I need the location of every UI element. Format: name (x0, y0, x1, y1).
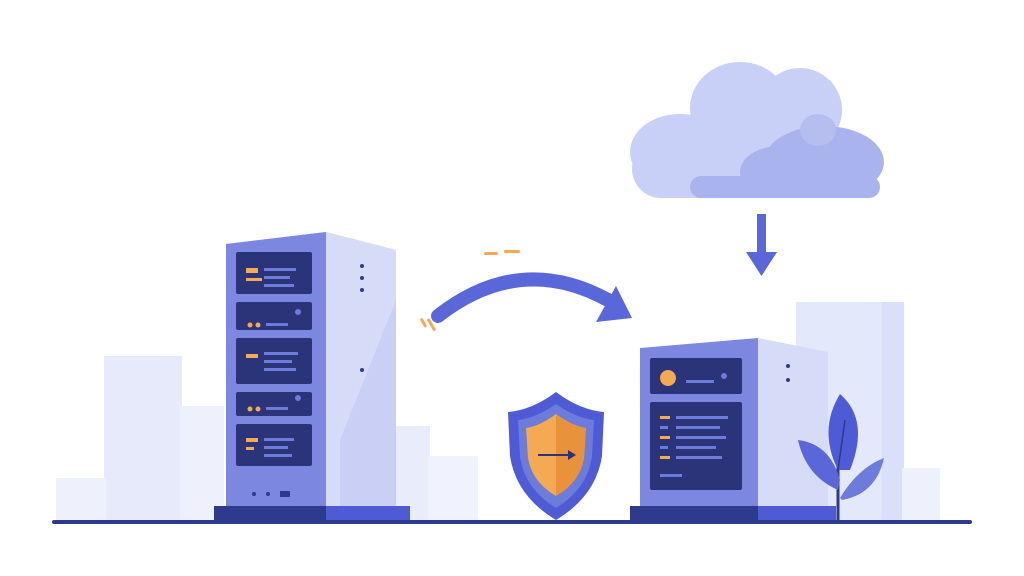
plant-leaf (840, 458, 884, 500)
led-orange (255, 322, 261, 328)
panel-line (266, 323, 288, 326)
building-mid-low (428, 456, 478, 522)
target-server-base-side (758, 506, 836, 520)
arrow-body (431, 272, 615, 323)
panel-line (676, 436, 726, 439)
target-panel (650, 358, 742, 394)
led-orange (247, 322, 253, 328)
building-left-low (56, 478, 106, 522)
ground-line (52, 520, 972, 524)
leaf-vein (837, 419, 846, 471)
panel-line (264, 276, 290, 279)
down-arrow-stem (757, 214, 766, 254)
panel-line (264, 368, 296, 371)
rack-panel (236, 392, 312, 416)
panel-line (660, 474, 682, 477)
status-dot (360, 276, 364, 280)
panel-line (264, 360, 292, 363)
shield-arrow-head (568, 450, 576, 460)
cloud-shade-base (690, 176, 880, 198)
led-orange (255, 406, 261, 412)
rack-panel (236, 424, 312, 466)
target-server-side (758, 338, 828, 508)
cloud-icon (630, 62, 884, 198)
panel-line (266, 407, 288, 410)
led-orange (247, 406, 253, 412)
status-dot (360, 264, 364, 268)
status-dot (266, 492, 270, 496)
panel-indicator (246, 447, 254, 450)
panel-indicator (660, 416, 670, 419)
panel-line (686, 380, 714, 383)
security-shield-icon (508, 392, 604, 520)
status-dot (252, 492, 256, 496)
panel-line (676, 416, 728, 419)
panel-line (264, 284, 294, 287)
panel-line (264, 268, 296, 271)
led-blue (295, 395, 301, 401)
building-right-low (902, 468, 940, 522)
panel-line (676, 426, 720, 429)
led-blue (295, 309, 301, 315)
rack-panel (236, 252, 312, 294)
panel-line (264, 352, 298, 355)
server-rack-icon (214, 232, 410, 520)
plant-icon (798, 394, 884, 520)
down-arrow-head (746, 252, 777, 276)
status-port (280, 491, 290, 497)
panel-indicator (246, 278, 262, 281)
building-left-small (180, 406, 224, 522)
motion-dash (504, 250, 520, 253)
down-arrow-icon (746, 214, 777, 276)
panel-line (264, 454, 292, 457)
arrow-head (596, 286, 632, 322)
panel-indicator (246, 354, 258, 358)
motion-dash (427, 318, 436, 332)
panel-line (660, 446, 668, 449)
target-panel-led (660, 370, 676, 386)
status-dot (786, 364, 790, 368)
motion-dash (484, 252, 498, 255)
server-rack-shade (340, 300, 396, 508)
panel-line (660, 426, 668, 429)
status-dot (786, 378, 790, 382)
cloud-shade (800, 114, 836, 146)
status-dot (360, 368, 364, 372)
rack-panel (236, 302, 312, 330)
panel-line (264, 446, 288, 449)
led-blue (721, 373, 727, 379)
panel-line (264, 438, 294, 441)
building-right-side (882, 302, 904, 522)
curved-arrow-icon (420, 250, 632, 332)
panel-indicator (660, 436, 670, 439)
panel-line (676, 456, 722, 459)
panel-line (676, 446, 716, 449)
plant-leaf (798, 440, 840, 490)
panel-indicator (246, 438, 258, 442)
status-dot (360, 288, 364, 292)
panel-indicator (246, 268, 258, 273)
server-icon (630, 338, 836, 520)
panel-indicator (660, 456, 670, 459)
building-left-tall (104, 356, 182, 522)
motion-dash (420, 318, 427, 328)
server-rack-base-side (326, 506, 410, 520)
